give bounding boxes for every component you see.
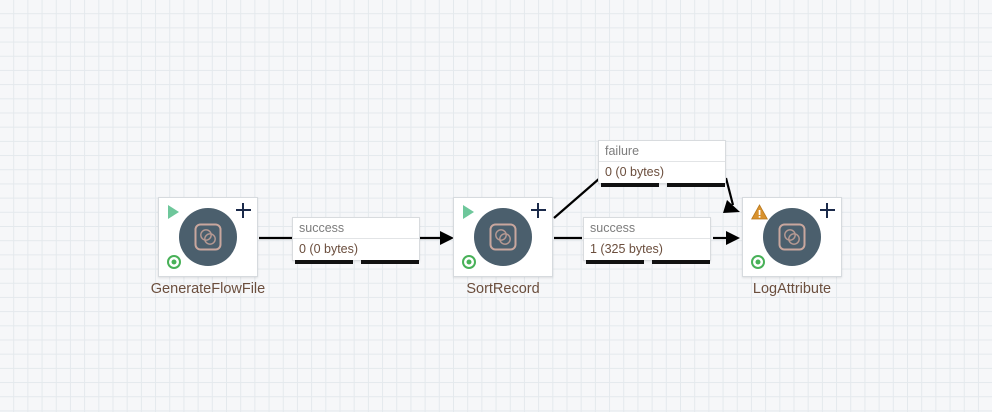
active-thread-dot-icon [167, 255, 181, 269]
connection-queue-size: 0 (0 bytes) [605, 165, 665, 179]
run-arrow-icon [168, 205, 179, 219]
connection-queue-size: 0 (0 bytes) [299, 242, 359, 256]
queue-size-bar [667, 183, 725, 187]
warning-triangle-icon[interactable] [751, 204, 768, 220]
queue-count-bar [601, 183, 659, 187]
connection-relationship: success [584, 218, 710, 239]
queue-count-bar [295, 260, 353, 264]
queue-count-bar [586, 260, 644, 264]
run-arrow-icon [463, 205, 474, 219]
connection-label-sort-failure[interactable]: failure 0 (0 bytes) [598, 140, 726, 187]
connection-label-gen-to-sort[interactable]: success 0 (0 bytes) [292, 217, 420, 264]
active-thread-dot-icon [751, 255, 765, 269]
connection-relationship: failure [599, 141, 725, 162]
processor-loop-icon [778, 223, 806, 251]
connection-queue-bars [295, 260, 419, 264]
connection-queue-bars [601, 183, 725, 187]
processor-disc [763, 208, 821, 266]
connection-queue-size: 1 (325 bytes) [590, 242, 663, 256]
plus-icon[interactable] [236, 203, 251, 218]
active-thread-dot-icon [462, 255, 476, 269]
plus-icon[interactable] [531, 203, 546, 218]
processor-label-logattribute: LogAttribute [752, 281, 832, 297]
processor-label-generateflowfile: GenerateFlowFile [150, 281, 266, 297]
processor-logattribute[interactable] [742, 197, 842, 277]
processor-sortrecord[interactable] [453, 197, 553, 277]
queue-size-bar [361, 260, 419, 264]
processor-generateflowfile[interactable] [158, 197, 258, 277]
connection-relationship: success [293, 218, 419, 239]
processor-label-sortrecord: SortRecord [466, 281, 540, 297]
processor-disc [474, 208, 532, 266]
processor-disc [179, 208, 237, 266]
connection-label-sort-success[interactable]: success 1 (325 bytes) [583, 217, 711, 264]
queue-size-bar [652, 260, 710, 264]
connection-queue-bars [586, 260, 710, 264]
plus-icon[interactable] [820, 203, 835, 218]
processor-loop-icon [194, 223, 222, 251]
processor-loop-icon [489, 223, 517, 251]
